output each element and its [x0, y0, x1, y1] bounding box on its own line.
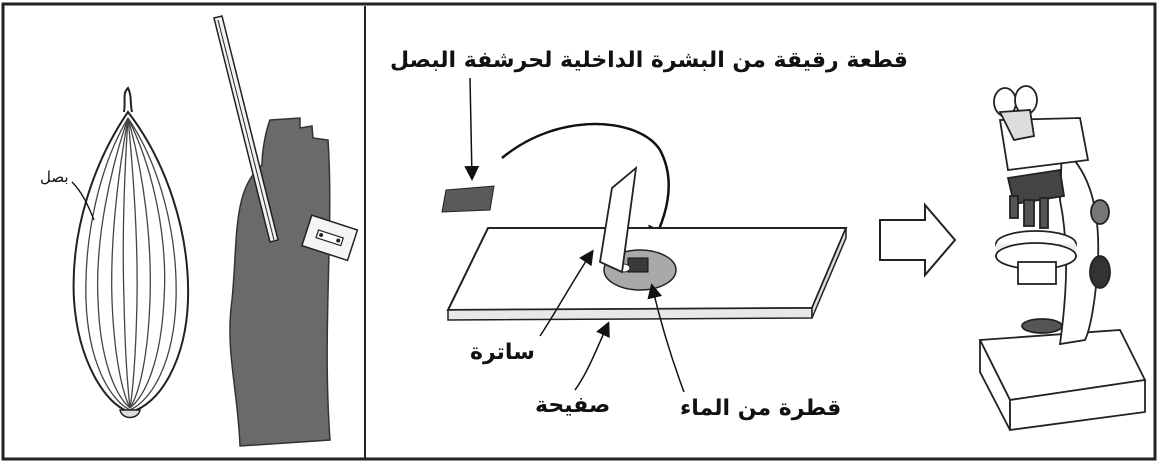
slide-pointer: [575, 324, 608, 390]
onion-bulb: [74, 88, 189, 418]
onion-scale: [230, 118, 330, 446]
microscope-icon: [980, 86, 1145, 430]
cover-slip-label: ساترة: [470, 340, 535, 365]
epidermis-label-pointer: [470, 78, 472, 178]
epidermis-piece-label: قطعة رقيقة من البشرة الداخلية لحرشفة الب…: [390, 48, 908, 73]
water-drop-label: قطرة من الماء: [680, 396, 841, 421]
slide-label: صفيحة: [535, 393, 610, 418]
epidermis-piece: [442, 186, 494, 212]
block-arrow-icon: [880, 205, 955, 275]
onion-label: بصل: [40, 168, 69, 186]
